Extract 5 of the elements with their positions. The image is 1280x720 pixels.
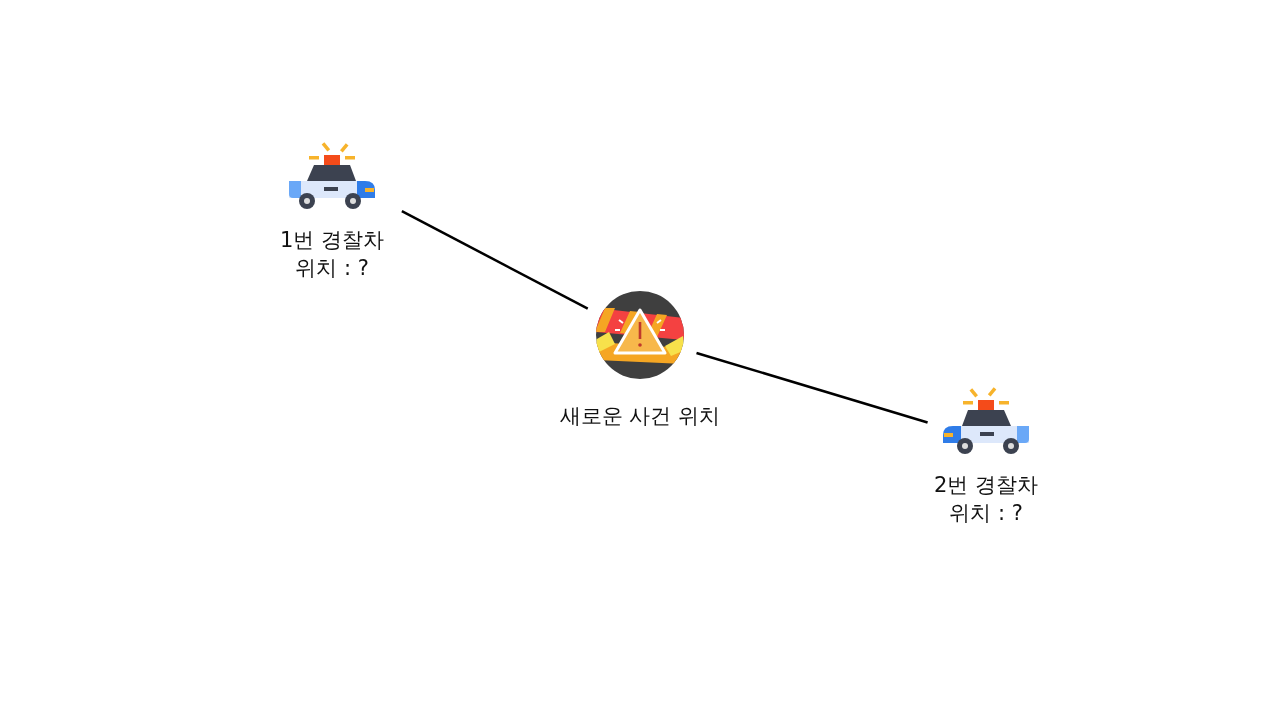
connector-line (401, 210, 589, 310)
node-label: 2번 경찰차 위치 : ? (932, 472, 1039, 527)
node-label: 새로운 사건 위치 (558, 403, 722, 430)
connector-line (696, 351, 928, 424)
node-label: 1번 경찰차 위치 : ? (278, 227, 385, 282)
